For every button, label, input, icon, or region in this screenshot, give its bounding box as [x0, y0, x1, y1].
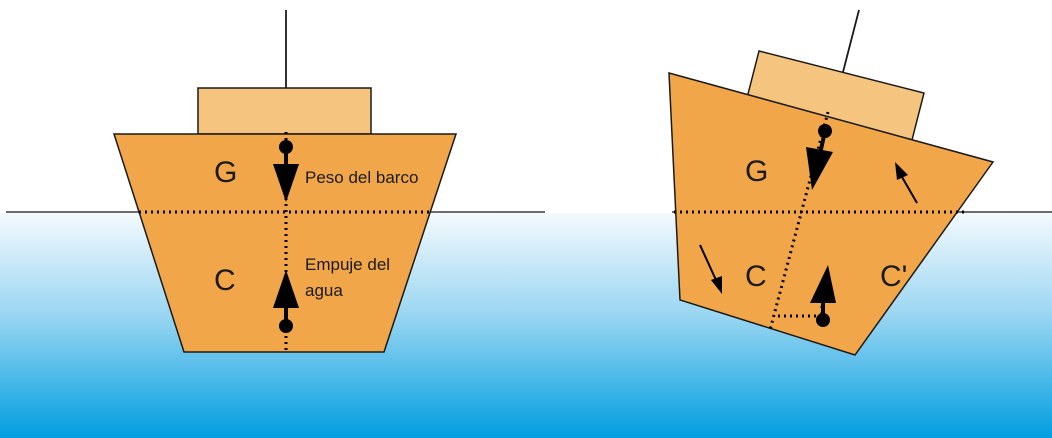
- upright-boat: G C Peso del barco Empuje del agua: [112, 10, 458, 354]
- buoyancy-arrowhead: [273, 270, 299, 308]
- label-g-heeled: G: [745, 155, 768, 188]
- weight-label: Peso del barco: [305, 168, 418, 187]
- buoyancy-arrowhead-c-prime: [810, 265, 836, 303]
- label-c-prime: C': [880, 260, 907, 293]
- mast-tilted: [842, 9, 860, 73]
- heeled-boat: G C C': [668, 9, 995, 356]
- weight-arrowhead: [273, 164, 299, 202]
- immersed-wedge-arrow: [699, 244, 717, 281]
- buoyancy-label-line1: Empuje del: [305, 255, 390, 274]
- cabin: [197, 87, 372, 135]
- emerging-wedge-arrowhead: [895, 162, 908, 180]
- tilted-symmetry-axis: [768, 111, 830, 331]
- label-g-upright: G: [214, 156, 237, 189]
- immersed-wedge-arrowhead: [711, 276, 722, 294]
- weight-arrowhead-tilted: [806, 147, 833, 190]
- hull: [112, 133, 458, 353]
- emerging-wedge-arrow: [901, 176, 918, 204]
- hull-tilted: [668, 72, 995, 356]
- label-c-upright: C: [214, 264, 236, 297]
- buoyancy-label-line2: agua: [305, 281, 343, 300]
- label-c-heeled: C: [745, 260, 767, 293]
